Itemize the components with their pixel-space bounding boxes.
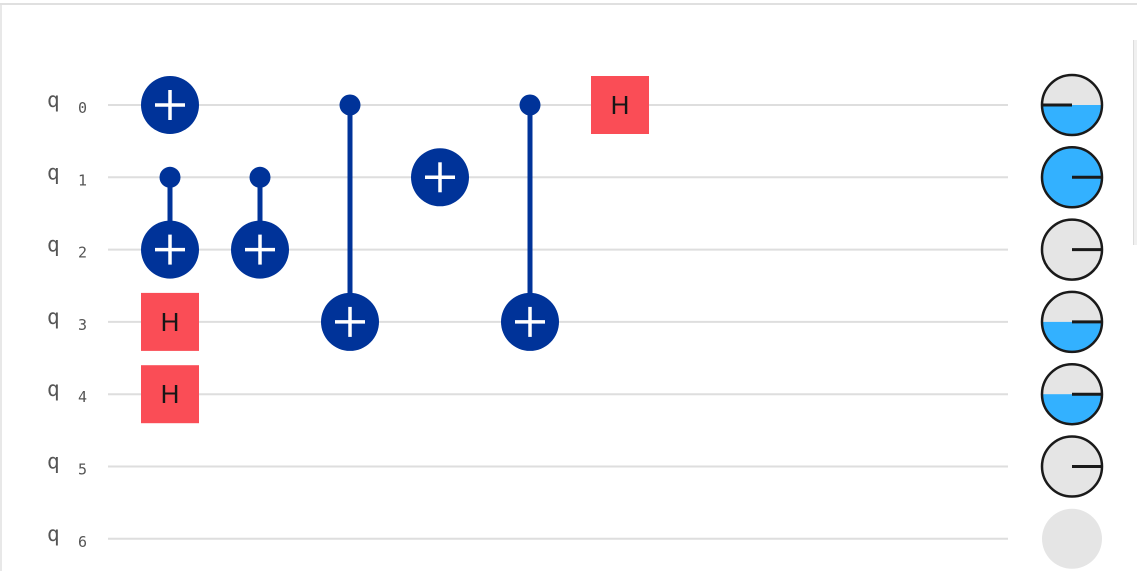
cnot-gate[interactable] [321,94,379,351]
operations: H H H [141,76,649,424]
register-label: q [47,233,60,257]
probability-fill [1042,321,1102,352]
register-label: q [47,450,60,474]
h-gate-label: H [161,307,180,337]
register-label: q [47,305,60,329]
h-gate-label: H [161,379,180,409]
qubit-state-indicator[interactable] [1040,435,1104,498]
qubit-index-label[interactable]: 2 [78,244,87,262]
qubit-states [1040,73,1104,569]
register-label: q [47,88,60,112]
h-gate-label: H [611,90,630,120]
qubit-index-label[interactable]: 3 [78,316,87,334]
left-border [0,5,2,571]
control-dot [249,166,271,188]
qubit-state-indicator[interactable] [1040,73,1104,137]
register-label: q [47,160,60,184]
h-gate[interactable]: H [591,76,649,134]
qubit-state-indicator[interactable] [1040,290,1104,354]
qubit-index-label[interactable]: 6 [78,533,87,551]
qubit-state-indicator[interactable] [1042,508,1102,569]
qubit-index-label[interactable]: 5 [78,461,87,479]
scrollbar[interactable] [1133,40,1137,245]
cnot-gate[interactable] [141,166,199,279]
qubit-state-indicator[interactable] [1040,362,1104,426]
x-gate[interactable] [411,148,469,207]
qubit-state-indicator[interactable] [1040,218,1104,281]
control-dot [519,94,541,116]
qubit-index-label[interactable]: 1 [78,171,87,189]
control-dot [339,94,361,116]
state-circle-empty [1042,508,1102,569]
probability-fill [1042,105,1102,135]
h-gate-box [141,365,199,424]
h-gate-box [141,292,199,351]
h-gate[interactable]: H [141,292,199,351]
h-gate[interactable]: H [141,365,199,424]
register-label: q [47,377,60,401]
top-border [0,3,1137,5]
qubit-index-label[interactable]: 4 [78,388,87,406]
control-dot [159,166,181,188]
qubit-state-indicator[interactable] [1040,146,1104,209]
probability-fill [1042,394,1102,425]
h-gate-box [591,76,649,134]
x-gate[interactable] [141,76,199,134]
register-label: q [47,522,60,546]
cnot-gate[interactable] [501,94,559,351]
qubit-index-label[interactable]: 0 [78,99,87,117]
cnot-gate[interactable] [231,166,289,279]
